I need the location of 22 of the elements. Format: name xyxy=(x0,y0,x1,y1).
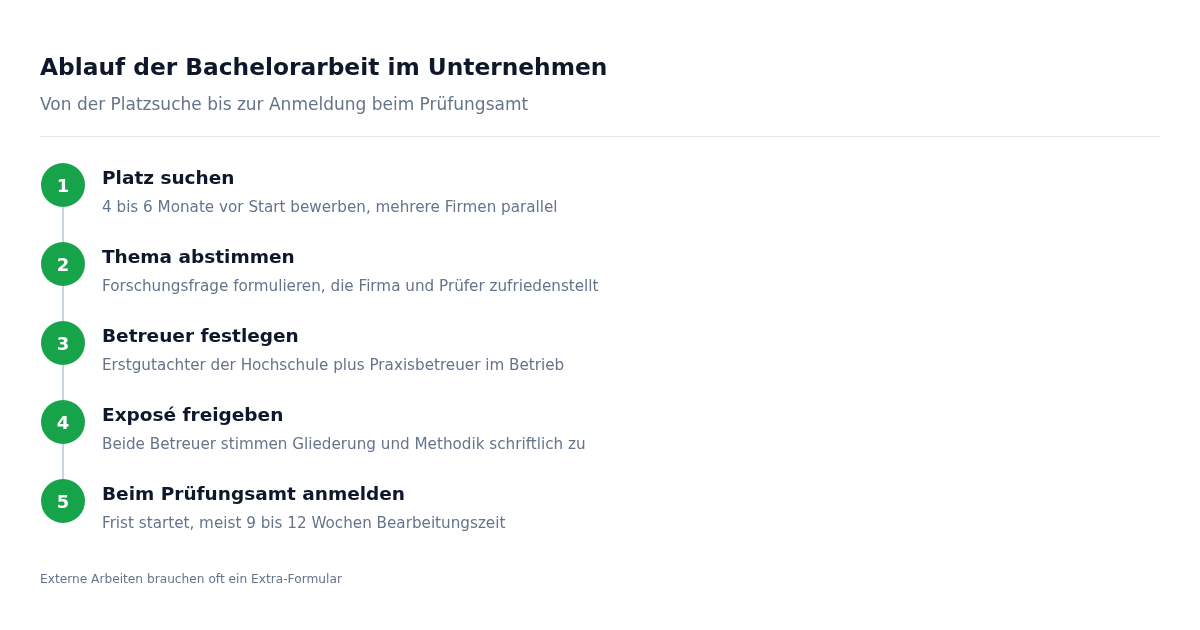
step-heading: Exposé freigeben xyxy=(102,403,284,427)
step-description: Forschungsfrage formulieren, die Firma und Prüfer zufriedenstellt xyxy=(102,276,599,296)
step-description: Erstgutachter der Hochschule plus Praxisbetreuer im Betrieb xyxy=(102,355,565,375)
step-number-circle: 4 xyxy=(41,400,85,444)
connector-line xyxy=(62,206,64,243)
step-heading: Thema abstimmen xyxy=(102,245,295,269)
subtitle: Von der Platzsuche bis zur Anmeldung beim Prüfungsamt xyxy=(40,93,529,115)
step-number-circle: 5 xyxy=(41,479,85,523)
connector-line xyxy=(62,285,64,322)
step-number-circle: 2 xyxy=(41,242,85,286)
step-description: 4 bis 6 Monate vor Start bewerben, mehrere Firmen parallel xyxy=(102,197,558,217)
step-heading: Platz suchen xyxy=(102,166,235,190)
step-number-circle: 1 xyxy=(41,163,85,207)
step-number-circle: 3 xyxy=(41,321,85,365)
step-description: Frist startet, meist 9 bis 12 Wochen Bearbeitungszeit xyxy=(102,513,506,533)
title: Ablauf der Bachelorarbeit im Unternehmen xyxy=(40,52,608,82)
step-heading: Beim Prüfungsamt anmelden xyxy=(102,482,406,506)
step-description: Beide Betreuer stimmen Gliederung und Methodik schriftlich zu xyxy=(102,434,586,454)
connector-line xyxy=(62,364,64,401)
footnote: Externe Arbeiten brauchen oft ein Extra-Formular xyxy=(40,571,342,588)
step-heading: Betreuer festlegen xyxy=(102,324,299,348)
connector-line xyxy=(62,443,64,480)
